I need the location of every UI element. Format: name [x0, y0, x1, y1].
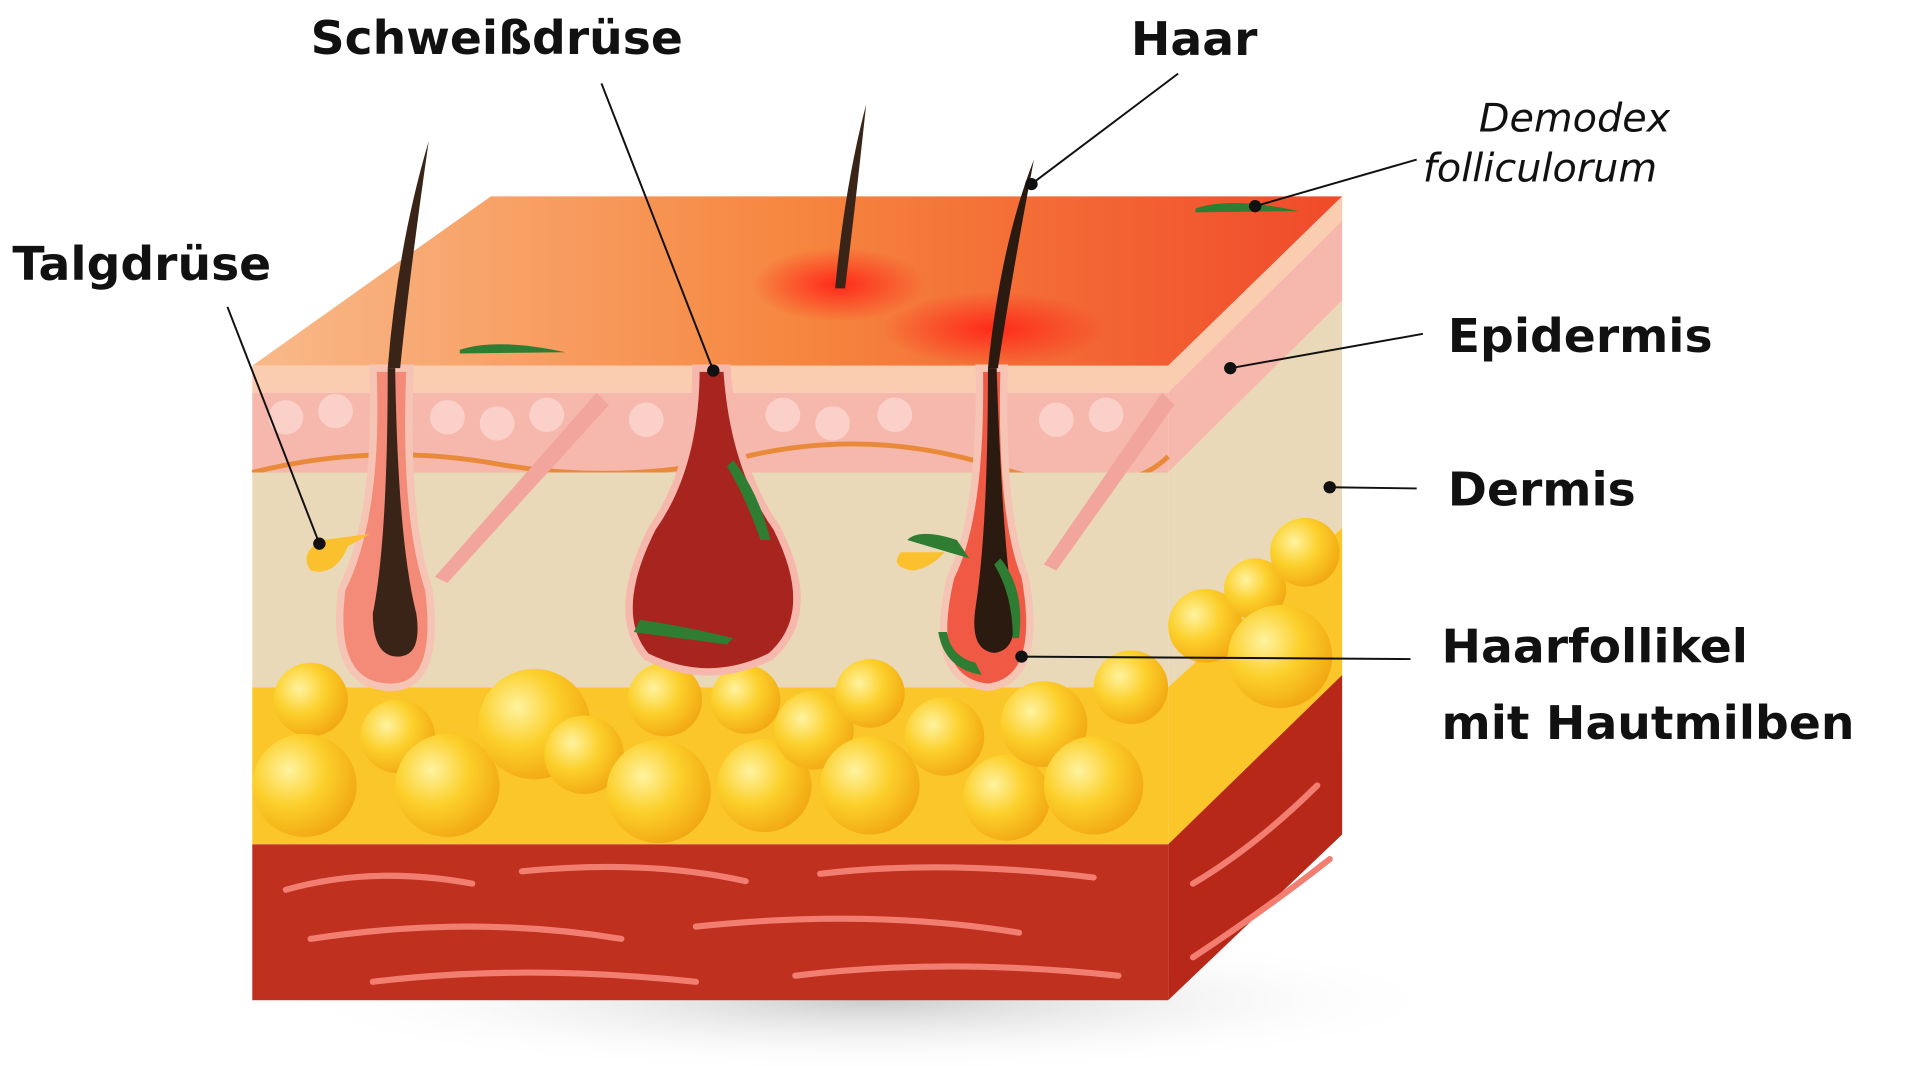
- label-follicle-1: Haarfollikel: [1442, 620, 1748, 675]
- label-hair: Haar: [1131, 12, 1258, 67]
- label-sweat-gland: Schweißdrüse: [311, 11, 683, 66]
- label-demodex-1: Demodex: [1479, 96, 1671, 142]
- label-sebaceous-gland: Talgdrüse: [12, 237, 271, 292]
- label-epidermis: Epidermis: [1448, 309, 1713, 364]
- mite-icon: [459, 344, 566, 354]
- hair-follicle-left: [306, 141, 435, 691]
- label-follicle-2: mit Hautmilben: [1442, 696, 1855, 751]
- sweat-gland: [625, 364, 801, 676]
- arrector-muscle: [434, 392, 609, 583]
- fat-cells: [252, 517, 1340, 844]
- label-demodex-2: folliculorum: [1423, 146, 1657, 192]
- mite-icon: [1195, 203, 1299, 213]
- hair-follicle-mites: [896, 159, 1034, 691]
- label-dermis: Dermis: [1448, 463, 1636, 518]
